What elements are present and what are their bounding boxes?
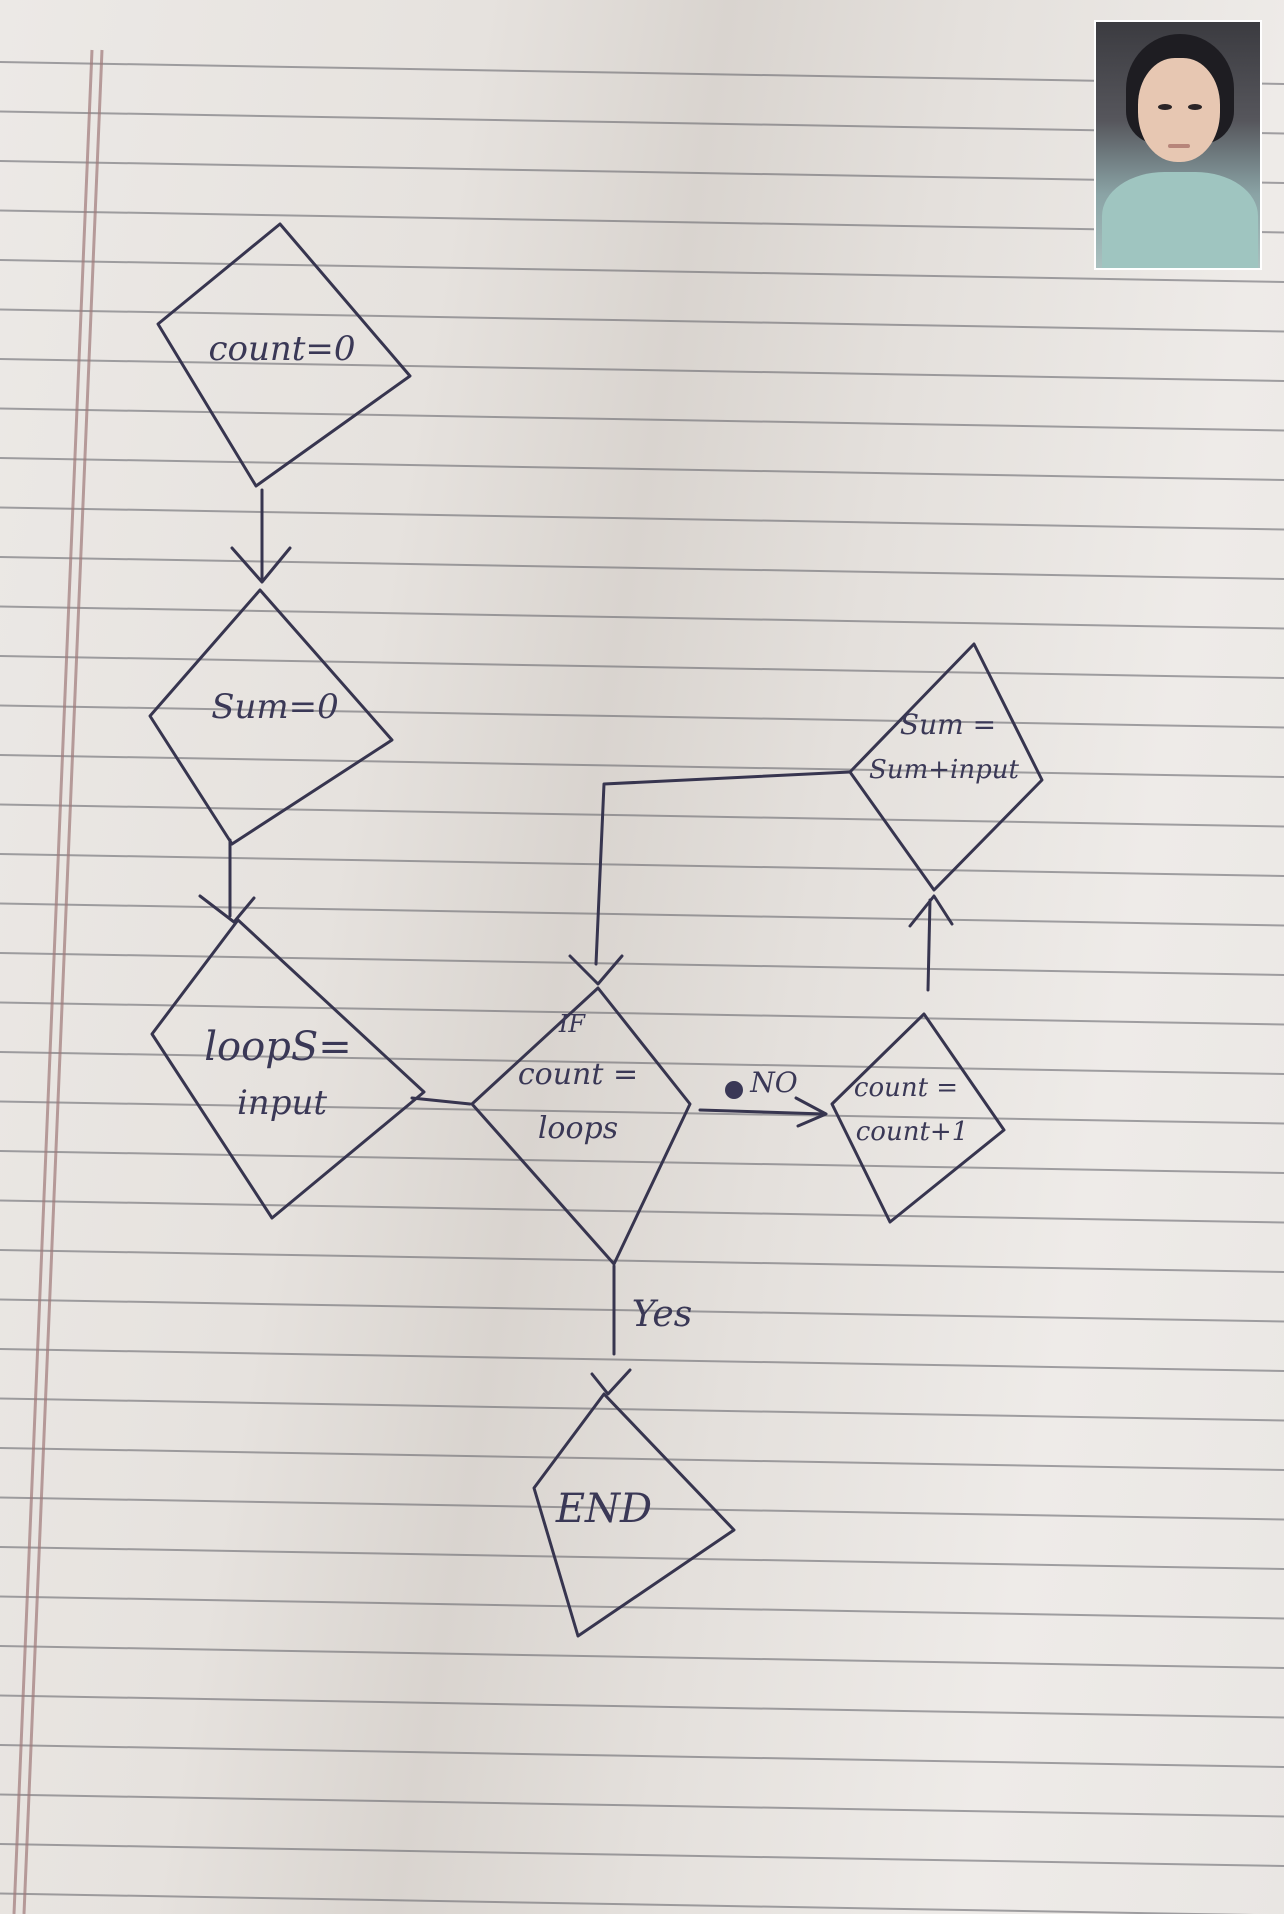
ruled-line (0, 952, 1284, 976)
video-call-thumbnail[interactable] (1094, 20, 1262, 270)
mouth (1168, 144, 1190, 148)
arrowhead (590, 1368, 632, 1396)
node-label-line: count = (854, 1073, 958, 1103)
ruled-line (0, 160, 1284, 184)
ruled-line (0, 556, 1284, 580)
ruled-line (0, 457, 1284, 481)
edge-sum-to-loops (198, 838, 256, 924)
ruled-line (0, 1001, 1284, 1026)
edge-condition-to-end: Yes (590, 1264, 692, 1396)
edge-condition-to-increment: NO (698, 1066, 828, 1128)
ruled-line (0, 902, 1284, 927)
ruled-line (0, 1694, 1284, 1719)
ruled-line (0, 1744, 1284, 1768)
diamond-shape (148, 588, 394, 846)
node-end: END (532, 1392, 736, 1638)
ruled-line (0, 655, 1284, 679)
node-label-line: Sum=0 (211, 687, 339, 727)
ruled-line (0, 754, 1284, 778)
ruled-line (0, 110, 1284, 135)
ruled-line (0, 1397, 1284, 1422)
ruled-line (0, 803, 1284, 828)
ruled-line (0, 259, 1284, 283)
margin-line (12, 49, 94, 1914)
arrowhead (568, 954, 624, 986)
node-read-loops: loopS= input (150, 918, 426, 1220)
ruled-line (0, 1645, 1284, 1669)
node-label-line: loopS= (204, 1024, 351, 1070)
ruled-line (0, 704, 1284, 729)
node-label-line: count+1 (856, 1117, 968, 1147)
ruled-line (0, 1595, 1284, 1620)
ruled-line (0, 1793, 1284, 1818)
person-sweater (1102, 172, 1258, 268)
node-label-line: count = (518, 1057, 638, 1092)
ruled-line (0, 853, 1284, 877)
ruled-line (0, 1546, 1284, 1570)
node-label-line: loops (538, 1111, 618, 1146)
ruled-line (0, 1150, 1284, 1174)
ruled-line (0, 1298, 1284, 1323)
ruled-line (0, 1199, 1284, 1224)
edge-label-yes: Yes (632, 1294, 692, 1335)
node-label-line: count=0 (208, 329, 355, 369)
eye-left (1158, 104, 1172, 110)
node-label-line: END (555, 1486, 652, 1532)
ruled-line (0, 358, 1284, 382)
node-label-line: Sum+input (869, 755, 1019, 785)
ruled-line (0, 1348, 1284, 1372)
ruled-line (0, 1843, 1284, 1867)
ruled-lines (0, 61, 1284, 1914)
node-init-count: count=0 (156, 222, 412, 488)
ruled-line (0, 407, 1284, 432)
ruled-line (0, 1100, 1284, 1125)
ruled-line (0, 1249, 1284, 1273)
ruled-line (0, 1051, 1284, 1075)
node-label-line: IF (558, 1010, 586, 1038)
edge-count-to-sum (230, 488, 292, 584)
arrowhead (198, 894, 256, 924)
edge-label-no: NO (749, 1066, 798, 1099)
diamond-shape (532, 1392, 736, 1638)
ruled-line (0, 1496, 1284, 1521)
node-label-line: Sum = (900, 708, 996, 741)
edge-accumulate-to-condition (568, 770, 852, 986)
ruled-line (0, 209, 1284, 234)
ruled-line (0, 605, 1284, 630)
ruled-line (0, 308, 1284, 333)
ruled-line (0, 1447, 1284, 1471)
ruled-line (0, 1892, 1255, 1914)
node-label-line: input (237, 1083, 327, 1123)
ruled-line (0, 61, 1284, 85)
node-accumulate: Sum = Sum+input (848, 642, 1044, 892)
diamond-shape (830, 1012, 1006, 1224)
node-increment: count = count+1 (830, 1012, 1006, 1224)
edge-increment-to-accumulate (908, 894, 954, 992)
edge-loops-to-condition (410, 1096, 472, 1106)
eye-right (1188, 104, 1202, 110)
node-init-sum: Sum=0 (148, 588, 394, 846)
arrowhead (908, 894, 954, 928)
diamond-shape (848, 642, 1044, 892)
diamond-shape (156, 222, 412, 488)
ruled-line (0, 506, 1284, 531)
diamond-shape (150, 918, 426, 1220)
arrowhead (230, 546, 292, 584)
margin-line-2 (22, 49, 104, 1914)
node-condition: IF count = loops (470, 986, 692, 1266)
diamond-shape (470, 986, 692, 1266)
ink-dot (725, 1081, 743, 1099)
arrowhead (794, 1096, 828, 1128)
